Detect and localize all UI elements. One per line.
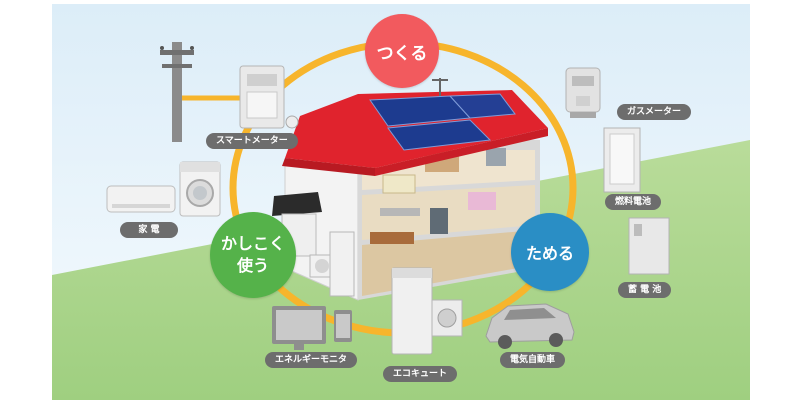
smart-use-bubble-line2: 使う — [236, 256, 269, 275]
house-illustration — [272, 78, 548, 301]
storage-battery-icon — [628, 217, 670, 275]
ev-label: 電気自動車 — [500, 352, 566, 368]
store-bubble: ためる — [511, 213, 589, 291]
energy-monitor-label: エネルギーモニタ — [265, 352, 358, 368]
smart-use-bubble-line1: かしこく — [220, 234, 285, 253]
smart-use-bubble: かしこく 使う — [210, 212, 296, 298]
washing-machine-icon — [179, 161, 221, 217]
smart-meter-icon — [239, 65, 285, 129]
fuel-cell-icon — [603, 127, 641, 193]
air-conditioner-icon — [106, 185, 176, 213]
appliances-label: 家 電 — [120, 222, 178, 238]
storage-battery-label: 蓄 電 池 — [618, 282, 672, 298]
gas-meter-label: ガスメーター — [617, 104, 692, 120]
fuel-cell-label: 燃料電池 — [605, 194, 662, 210]
ecocute-icon — [391, 267, 463, 355]
gas-meter-icon — [565, 67, 601, 118]
utility-pole-icon — [160, 42, 194, 142]
store-bubble-label: ためる — [525, 244, 574, 263]
energy-monitor-icon — [272, 306, 352, 350]
create-bubble: つくる — [365, 14, 439, 88]
create-bubble-label: つくる — [376, 43, 428, 64]
smart-meter-label: スマートメーター — [206, 133, 298, 149]
electric-car-icon — [485, 303, 575, 349]
ecocute-label: エコキュート — [383, 366, 458, 382]
